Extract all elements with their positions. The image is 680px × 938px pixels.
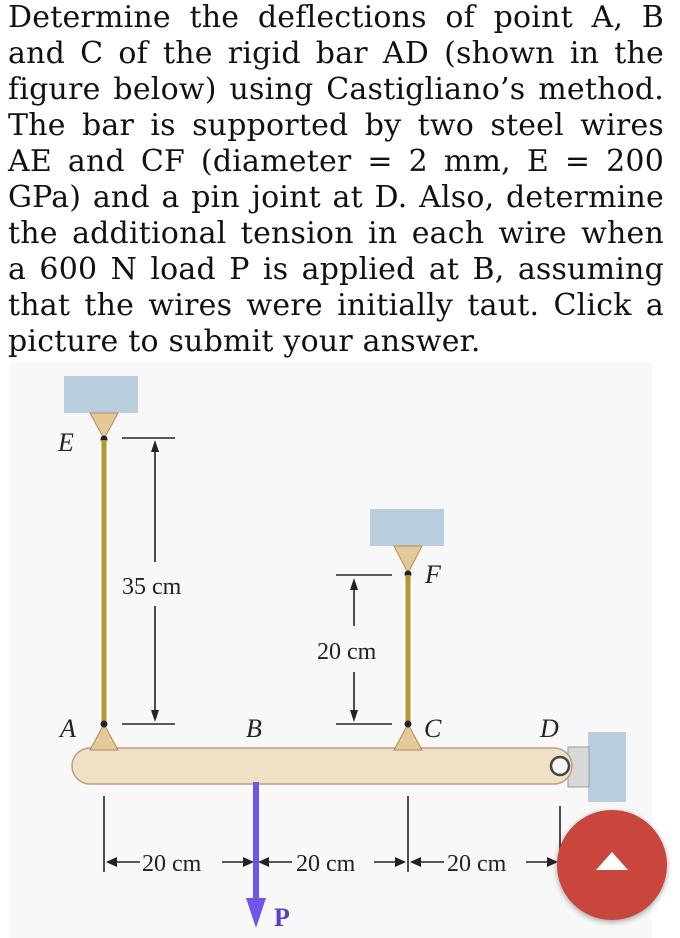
pin-triangle-c: [393, 722, 423, 751]
label-e: E: [57, 428, 74, 457]
label-c: C: [424, 714, 442, 743]
dimension-cf: [336, 574, 392, 725]
scroll-up-button[interactable]: [557, 810, 667, 920]
pin-a: [100, 720, 108, 728]
dim-label-ab: 20 cm: [142, 851, 202, 877]
label-d: D: [539, 714, 559, 743]
dimension-ae: [122, 437, 175, 725]
pin-triangle-e: [89, 412, 119, 441]
caret-up-icon: [596, 852, 628, 870]
question-text: Determine the deflections of point A, B …: [8, 0, 664, 359]
label-f: F: [424, 560, 442, 589]
label-p: P: [274, 903, 290, 932]
rigid-bar-figure[interactable]: E F A B C D P 35 cm 20 cm 20 cm 20 cm 20…: [0, 360, 680, 938]
figure-background: [10, 362, 652, 938]
dim-label-cf: 20 cm: [317, 639, 377, 665]
dim-label-cd: 20 cm: [447, 851, 507, 877]
rigid-bar-ad: [71, 747, 573, 785]
label-a: A: [58, 714, 76, 743]
support-e: [64, 376, 138, 413]
pin-triangle-f: [393, 545, 423, 575]
load-arrow-head: [246, 898, 266, 928]
pin-triangle-a: [89, 722, 119, 751]
dim-label-ae: 35 cm: [122, 574, 182, 600]
support-f: [370, 509, 444, 546]
label-b: B: [246, 714, 262, 743]
pin-d: [549, 755, 571, 777]
pin-c: [404, 720, 412, 728]
wall-support-d: [588, 732, 626, 802]
dim-label-bc: 20 cm: [296, 851, 356, 877]
